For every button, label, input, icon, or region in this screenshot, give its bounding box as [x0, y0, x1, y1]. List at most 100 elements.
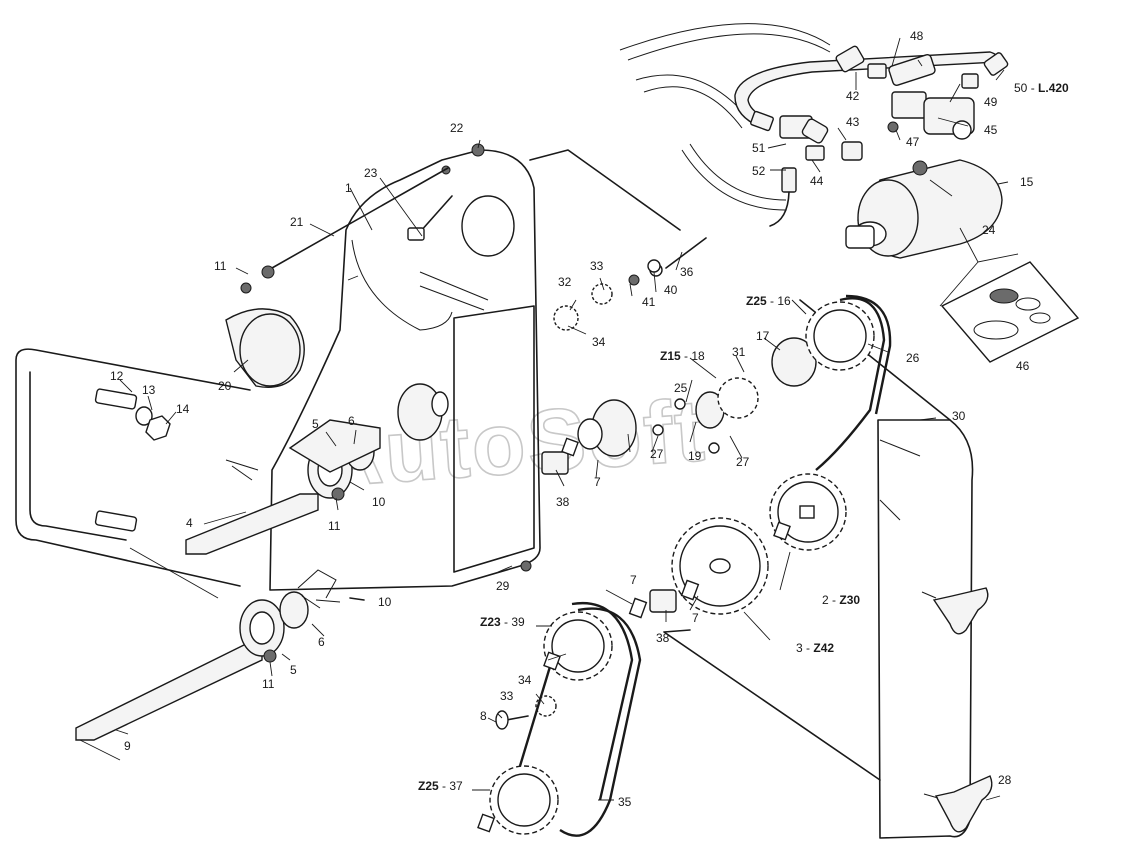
callout-c5b: 5: [290, 663, 297, 677]
callout-c21: 21: [290, 215, 304, 229]
callout-number: 14: [176, 402, 190, 416]
callout-number: 6: [318, 635, 325, 649]
callout-number: 52: [752, 164, 766, 178]
tensioner-bracket: [225, 419, 381, 609]
callout-number: 37: [449, 779, 463, 793]
callout-number: 27: [650, 447, 664, 461]
callout-number: 18: [691, 349, 705, 363]
callout-c35: 35: [618, 795, 632, 809]
callout-number: 46: [1016, 359, 1030, 373]
callout-c42: 42: [846, 89, 860, 103]
callout-number: 44: [810, 174, 824, 188]
callout-c38a: 38: [556, 495, 570, 509]
seal-kit: [940, 261, 1080, 363]
callout-number: 4: [186, 516, 193, 530]
callout-c1: 1: [345, 181, 352, 195]
callout-c4: 4: [186, 516, 193, 530]
callout-c38b: 38: [656, 631, 670, 645]
callout-number: 22: [450, 121, 464, 135]
callout-number: 12: [110, 369, 124, 383]
callout-prefix: Z23: [480, 615, 501, 629]
callout-c49: 49: [984, 95, 998, 109]
callout-c43: 43: [846, 115, 860, 129]
callout-number: 10: [378, 595, 392, 609]
callout-number: 13: [142, 383, 156, 397]
callout-c14: 14: [176, 402, 190, 416]
sprockets: [489, 283, 875, 835]
callout-number: 39: [511, 615, 525, 629]
callout-number: 11: [214, 259, 227, 273]
callout-number: 26: [906, 351, 920, 365]
callout-number: 7: [692, 611, 699, 625]
callout-c9: 9: [124, 739, 131, 753]
callout-c46: 46: [1016, 359, 1030, 373]
callout-c10a: 10: [372, 495, 386, 509]
roller-chains: [518, 294, 892, 837]
callout-c7a: 7: [594, 475, 601, 489]
callout-c36: 36: [680, 265, 694, 279]
callout-c52: 52: [752, 164, 766, 178]
callout-number: 45: [984, 123, 998, 137]
callout-number: 42: [846, 89, 860, 103]
callout-c15: 15: [1020, 175, 1034, 189]
callout-number: 5: [290, 663, 297, 677]
callout-c28: 28: [998, 773, 1012, 787]
callout-c33b: 33: [500, 689, 514, 703]
callout-prefix: Z25: [418, 779, 439, 793]
callout-c2: 2 - Z30: [822, 593, 860, 607]
callout-c44: 44: [810, 174, 824, 188]
callout-number: 34: [518, 673, 532, 687]
locking-knobs: [921, 587, 993, 833]
callout-c6a: 6: [348, 414, 355, 428]
callout-number: 1: [345, 181, 352, 195]
callout-number: 34: [592, 335, 606, 349]
callout-suffix: Z42: [813, 641, 834, 655]
callout-c25: 25: [674, 381, 688, 395]
callout-c32: 32: [558, 275, 572, 289]
callout-number: 10: [372, 495, 386, 509]
callout-number: 47: [906, 135, 920, 149]
callout-number: 51: [752, 141, 766, 155]
callout-c45: 45: [984, 123, 998, 137]
callout-number: 8: [480, 709, 487, 723]
callout-number: 38: [656, 631, 670, 645]
callout-prefix: Z15: [660, 349, 681, 363]
callout-c23: 23: [364, 166, 378, 180]
callout-c7c: 7: [692, 611, 699, 625]
callout-c3: 3 - Z42: [796, 641, 834, 655]
callout-c41: 41: [642, 295, 656, 309]
callout-number: 50: [1014, 81, 1028, 95]
square-shafts: [75, 493, 319, 741]
callout-number: 7: [630, 573, 637, 587]
callout-c30: 30: [952, 409, 966, 423]
guard-cover: [529, 149, 974, 839]
callout-number: 32: [558, 275, 572, 289]
callout-number: 6: [348, 414, 355, 428]
callout-number: 17: [756, 329, 770, 343]
callout-number: 21: [290, 215, 304, 229]
callout-number: 11: [328, 519, 341, 533]
callout-number: 7: [594, 475, 601, 489]
callout-c13: 13: [142, 383, 156, 397]
round-cover: [225, 308, 305, 388]
callout-c7b: 7: [630, 573, 637, 587]
callout-number: 16: [777, 294, 791, 308]
callout-number: 33: [500, 689, 514, 703]
callout-c11c: 11: [262, 677, 275, 691]
callout-leaders: [79, 37, 1009, 801]
callout-number: 43: [846, 115, 860, 129]
callout-number: 23: [364, 166, 378, 180]
callout-number: 11: [262, 677, 275, 691]
callout-c6b: 6: [318, 635, 325, 649]
callout-c40: 40: [664, 283, 678, 297]
callout-number: 31: [732, 345, 746, 359]
callout-c24: 24: [982, 223, 996, 237]
callout-c34b: 34: [518, 673, 532, 687]
callout-c17: 17: [756, 329, 770, 343]
callout-c48: 48: [910, 29, 924, 43]
callout-c26: 26: [906, 351, 920, 365]
callout-c31: 31: [732, 345, 746, 359]
callout-c22: 22: [450, 121, 464, 135]
hydraulic-fittings: [750, 45, 1009, 227]
